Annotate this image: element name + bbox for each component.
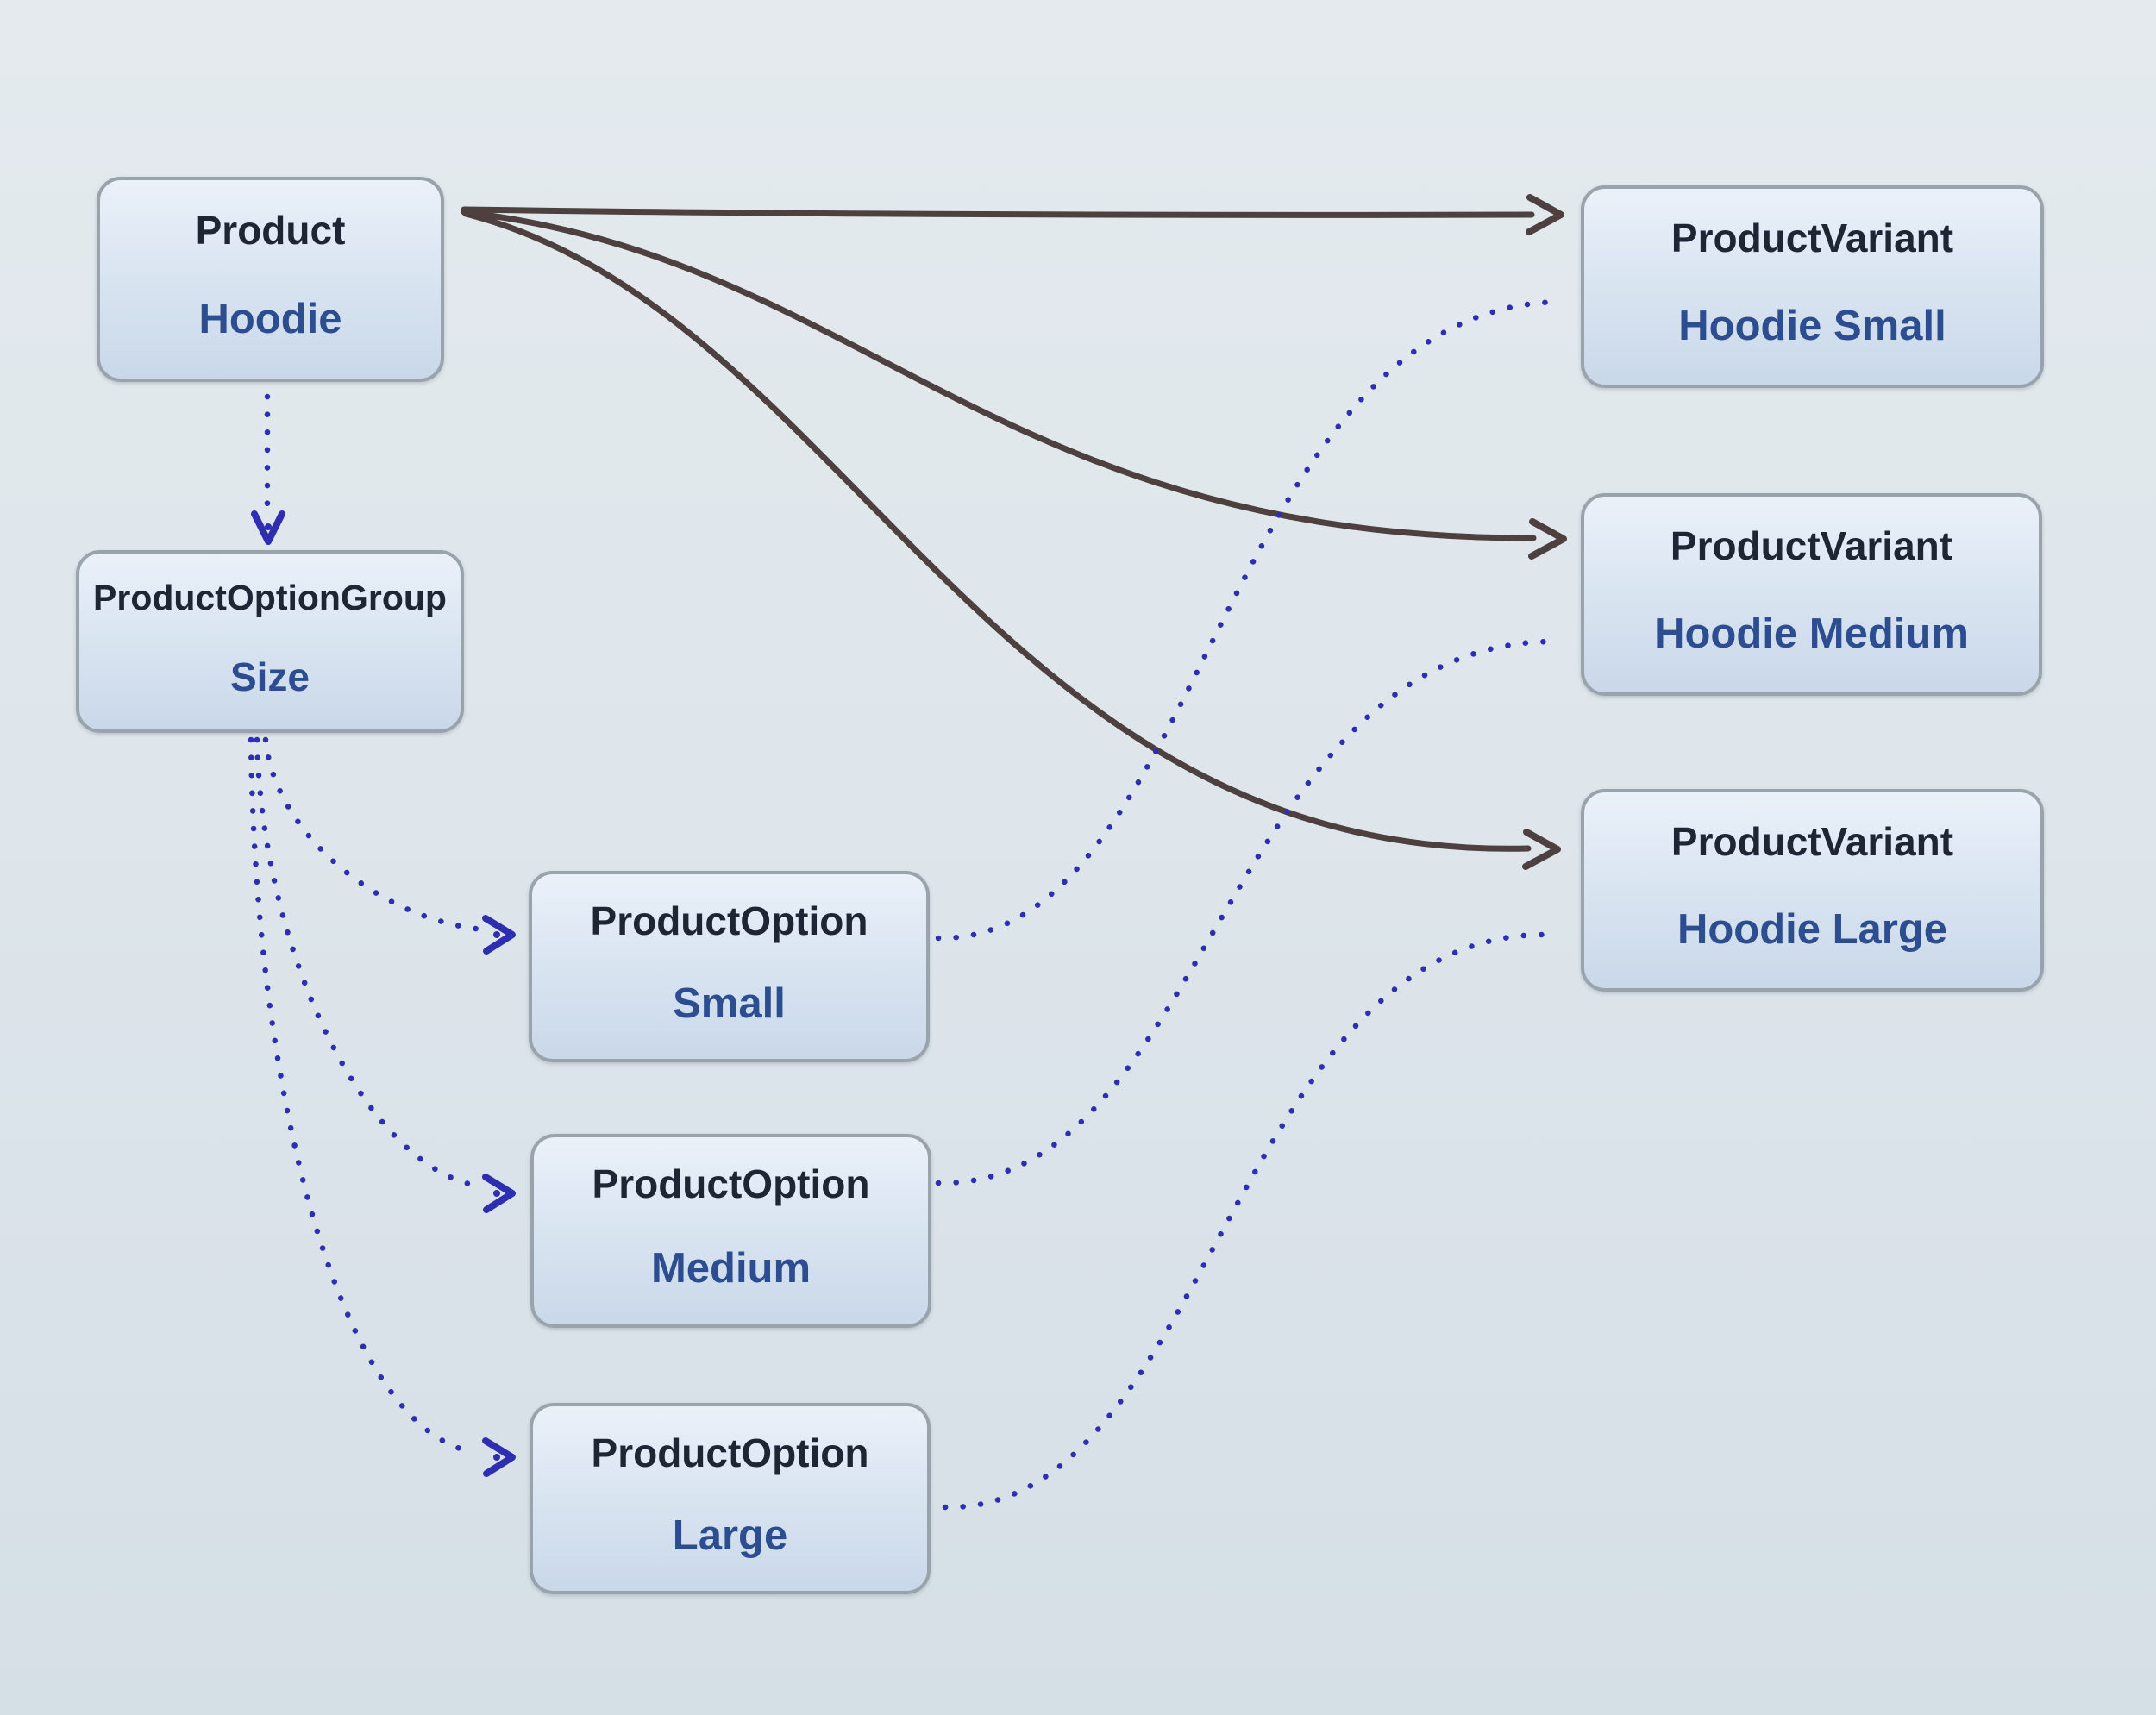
node-type-label: ProductVariant: [1670, 523, 1953, 568]
node-product-option-group: ProductOptionGroup Size: [76, 550, 464, 733]
node-type-label: ProductVariant: [1670, 818, 1954, 864]
node-product-variant-small: ProductVariant Hoodie Small: [1581, 185, 2044, 388]
edge-option-group-to-option-large: [248, 736, 516, 1477]
node-type-label: ProductOptionGroup: [93, 577, 447, 617]
node-product-variant-medium: ProductVariant Hoodie Medium: [1581, 493, 2042, 696]
edge-option-large-to-variant-large: [942, 931, 1545, 1511]
edge-product-to-option-group: [251, 393, 285, 545]
node-value-label: Hoodie Medium: [1654, 610, 1969, 657]
node-product: Product Hoodie: [97, 177, 444, 382]
edge-product-to-variant-large: [462, 210, 1561, 870]
edge-option-group-to-option-medium: [254, 736, 516, 1213]
node-type-label: ProductOption: [591, 1430, 869, 1475]
node-type-label: ProductOption: [590, 898, 868, 943]
node-type-label: ProductOption: [592, 1161, 870, 1207]
edge-product-to-variant-small: [461, 194, 1564, 235]
node-value-label: Size: [229, 654, 310, 699]
node-value-label: Large: [672, 1512, 788, 1559]
edge-option-small-to-variant-small: [935, 298, 1563, 942]
node-product-option-large: ProductOption Large: [530, 1403, 931, 1594]
node-product-option-medium: ProductOption Medium: [530, 1134, 931, 1328]
node-type-label: Product: [195, 207, 346, 253]
node-value-label: Medium: [650, 1244, 812, 1292]
edge-option-medium-to-variant-medium: [935, 638, 1554, 1186]
node-value-label: Small: [673, 980, 786, 1027]
node-value-label: Hoodie: [198, 296, 342, 342]
node-product-option-small: ProductOption Small: [529, 871, 930, 1062]
edge-option-group-to-option-small: [262, 736, 516, 955]
node-value-label: Hoodie Small: [1678, 302, 1946, 349]
edge-product-to-variant-medium: [461, 209, 1567, 560]
node-type-label: ProductVariant: [1670, 215, 1954, 260]
node-product-variant-large: ProductVariant Hoodie Large: [1581, 789, 2044, 992]
node-value-label: Hoodie Large: [1677, 905, 1948, 953]
